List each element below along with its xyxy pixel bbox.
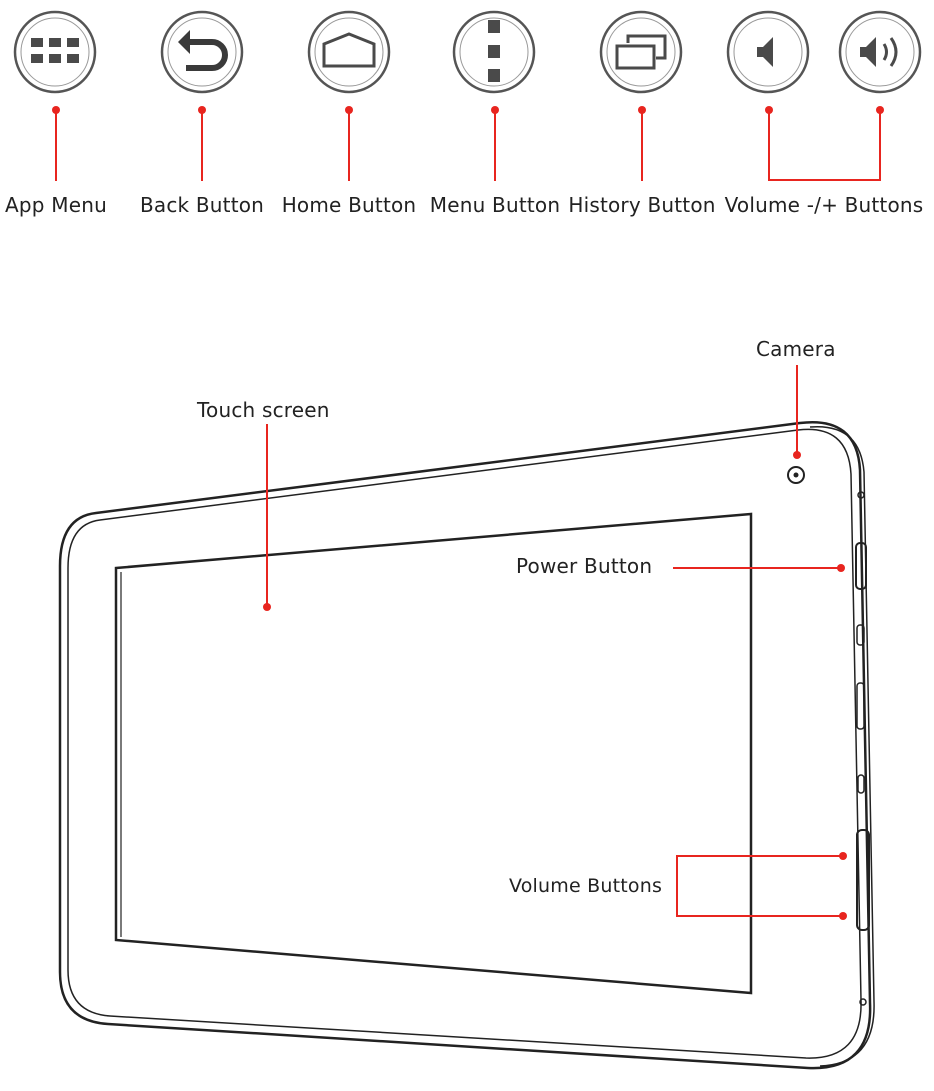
menu-button-label: Menu Button bbox=[430, 193, 560, 217]
tablet-body bbox=[60, 422, 874, 1068]
volume-up-icon bbox=[840, 12, 920, 92]
volume-buttons-label: Volume -/+ Buttons bbox=[725, 193, 924, 217]
power-button-label: Power Button bbox=[516, 554, 652, 578]
history-button-label: History Button bbox=[568, 193, 715, 217]
camera-label: Camera bbox=[756, 337, 836, 361]
back-button-label: Back Button bbox=[140, 193, 264, 217]
vertical-dots-icon bbox=[454, 12, 534, 92]
stacked-windows-icon bbox=[601, 12, 681, 92]
app-grid-icon bbox=[15, 12, 95, 92]
volume-buttons-device-label: Volume Buttons bbox=[509, 875, 662, 897]
icon-row bbox=[15, 12, 920, 92]
touch-screen-label: Touch screen bbox=[197, 398, 330, 422]
home-button-label: Home Button bbox=[282, 193, 417, 217]
back-arrow-icon bbox=[162, 12, 242, 92]
home-outline-icon bbox=[309, 12, 389, 92]
icon-callouts bbox=[52, 106, 884, 181]
volume-down-icon bbox=[728, 12, 808, 92]
device-callouts bbox=[263, 365, 847, 920]
app-menu-label: App Menu bbox=[5, 193, 107, 217]
